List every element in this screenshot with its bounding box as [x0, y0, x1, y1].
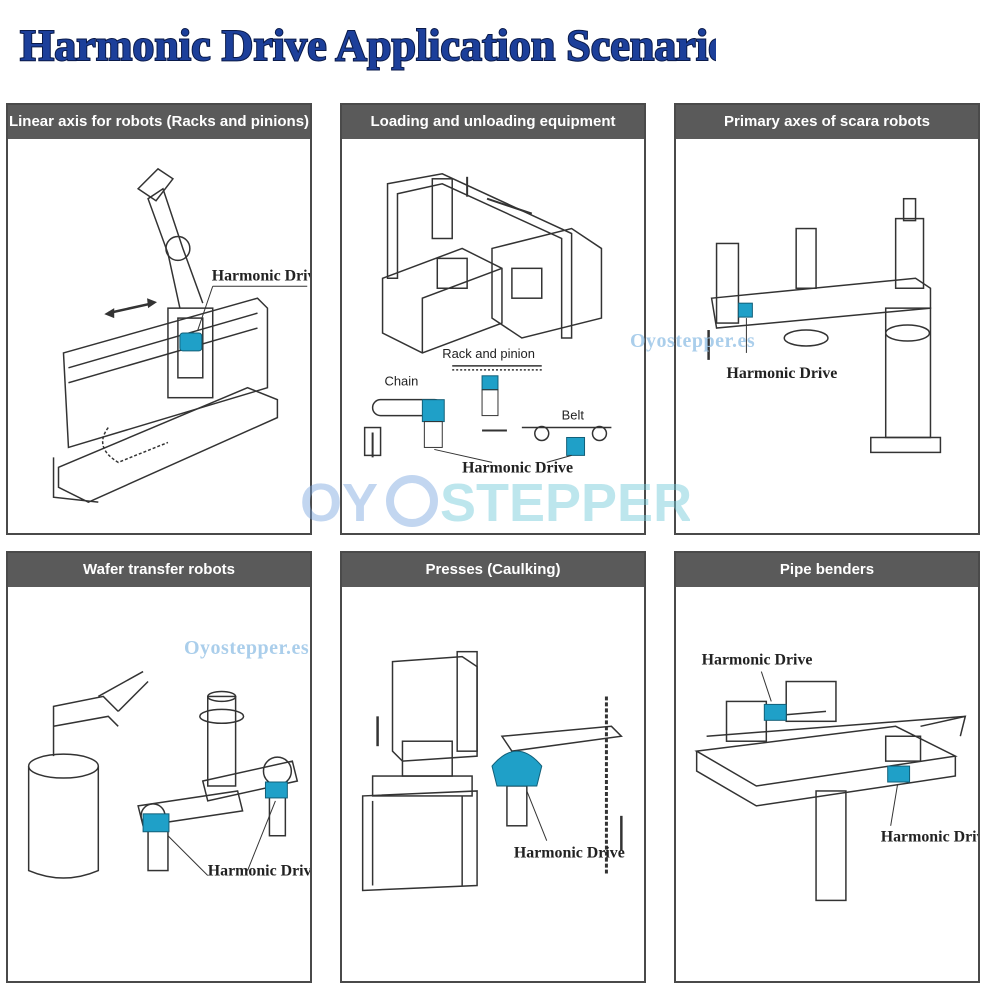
scara-robot-drawing: Harmonic Drive [707, 197, 942, 454]
linear-axis-robot-drawing: Harmonic Drive [52, 167, 310, 503]
harmonic-drive-label: Harmonic Drive [208, 863, 310, 880]
pipe-bender-drawing: Harmonic Drive Harmonic Drive [694, 652, 978, 902]
harmonic-drive-part [421, 399, 445, 423]
watermark-text: Oyostepper.es [630, 330, 756, 352]
harmonic-drive-label: Harmonic Drive [702, 652, 813, 669]
harmonic-drive-label-2: Harmonic Drive [881, 829, 978, 846]
harmonic-drive-part [887, 765, 911, 783]
panel-title: Presses (Caulking) [342, 553, 644, 587]
harmonic-drive-part [491, 750, 543, 787]
panel-scara: Primary axes of scara robots Harmonic Dr… [674, 103, 980, 535]
harmonic-drive-part [566, 436, 586, 456]
harmonic-drive-label: Harmonic Drive [514, 845, 625, 862]
press-drawing: Harmonic Drive [361, 650, 625, 892]
page-title: Harmonic Drive Application Scenario [16, 14, 716, 74]
panel-wafer-transfer: Wafer transfer robots [6, 551, 312, 983]
panel-linear-axis: Linear axis for robots (Racks and pinion… [6, 103, 312, 535]
harmonic-drive-label: Harmonic Drive [212, 267, 310, 284]
chain-label: Chain [385, 374, 419, 389]
page-title-text: Harmonic Drive Application Scenario [20, 21, 716, 70]
wafer-robot-drawing: Harmonic Drive [27, 670, 310, 880]
rack-and-pinion-label: Rack and pinion [442, 346, 535, 361]
harmonic-drive-label: Harmonic Drive [727, 365, 838, 382]
panel-illustration: Harmonic Drive Harmonic Drive [676, 587, 978, 981]
panel-title: Linear axis for robots (Racks and pinion… [8, 105, 310, 139]
panel-illustration: Harmonic Drive [8, 587, 310, 981]
belt-label: Belt [562, 408, 585, 423]
harmonic-drive-part [763, 703, 787, 721]
harmonic-drive-part [264, 781, 288, 799]
panel-illustration: Harmonic Drive [8, 139, 310, 533]
loading-equipment-drawing: Rack and pinion Chain Belt Harmonic Driv… [363, 173, 612, 476]
watermark-text-2: Oyostepper.es [184, 637, 310, 659]
panel-illustration: Harmonic Drive [342, 587, 644, 981]
panel-loading-unloading: Loading and unloading equipment [340, 103, 646, 535]
harmonic-drive-part [142, 813, 170, 833]
harmonic-drive-part [737, 302, 753, 318]
panel-title: Loading and unloading equipment [342, 105, 644, 139]
panel-title: Primary axes of scara robots [676, 105, 978, 139]
panel-title: Pipe benders [676, 553, 978, 587]
panel-pipe-benders: Pipe benders Harmonic Drive Harmonic Dri… [674, 551, 980, 983]
panel-illustration: Rack and pinion Chain Belt Harmonic Driv… [342, 139, 644, 533]
harmonic-drive-part [179, 332, 203, 352]
panel-presses: Presses (Caulking) Harmonic Drive [340, 551, 646, 983]
panel-title: Wafer transfer robots [8, 553, 310, 587]
panel-illustration: Harmonic Drive [676, 139, 978, 533]
harmonic-drive-part [481, 375, 499, 391]
harmonic-drive-label: Harmonic Drive [462, 459, 573, 476]
